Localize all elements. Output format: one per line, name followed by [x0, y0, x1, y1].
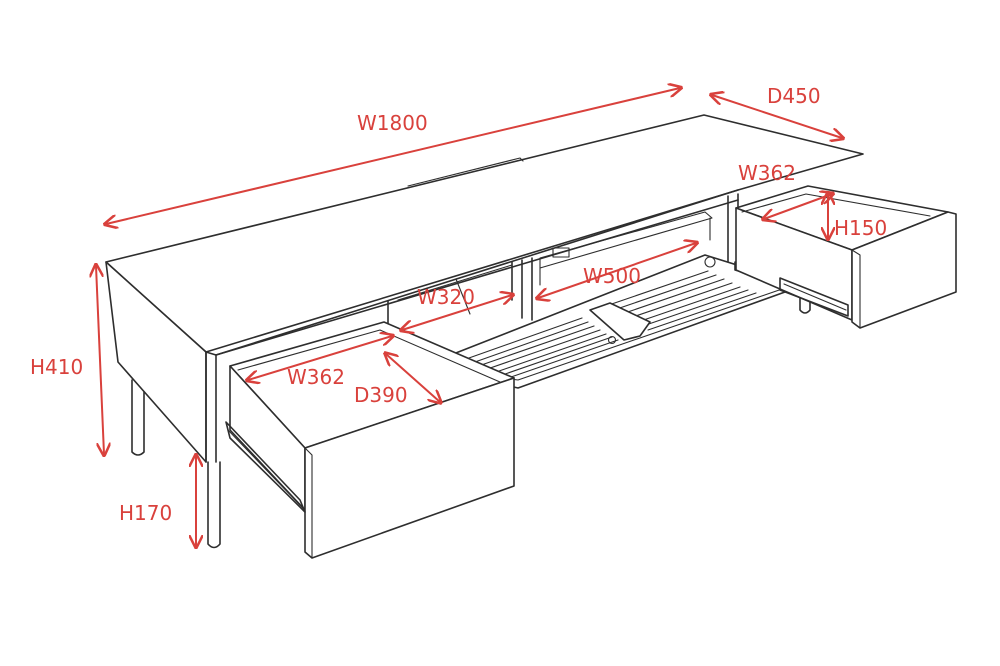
dim-d450-arrow — [712, 95, 842, 138]
label-overall-height: H410 — [30, 355, 83, 379]
label-leg-height: H170 — [119, 501, 172, 525]
left-drawer-front — [304, 377, 515, 559]
label-cable-tray-width: W500 — [583, 264, 641, 288]
leg-left-front — [207, 461, 221, 549]
dim-w1800-arrow — [106, 88, 680, 224]
label-left-drawer-depth: D390 — [354, 383, 408, 407]
dimension-lines — [96, 88, 842, 546]
dim-w500-arrow — [538, 243, 696, 298]
dim-d390-arrow — [386, 354, 440, 402]
dim-h410-arrow — [96, 266, 104, 454]
dim-w362-right-arrow — [764, 194, 832, 219]
leg-right — [799, 289, 811, 314]
right-drawer — [735, 185, 957, 329]
leg-left-back — [131, 379, 145, 456]
label-left-drawer-width: W362 — [287, 365, 345, 389]
label-overall-width: W1800 — [357, 111, 428, 135]
label-right-drawer-height: H150 — [834, 216, 887, 240]
legs — [131, 289, 811, 549]
label-compartment-width: W320 — [417, 285, 475, 309]
dim-w362-left-arrow — [248, 336, 392, 380]
right-drawer-front — [851, 211, 957, 329]
dimension-labels: W1800 D450 H410 H170 W362 D390 W320 W500… — [30, 84, 887, 525]
dim-w320-arrow — [402, 295, 512, 330]
label-overall-depth: D450 — [767, 84, 821, 108]
label-right-drawer-width: W362 — [738, 161, 796, 185]
